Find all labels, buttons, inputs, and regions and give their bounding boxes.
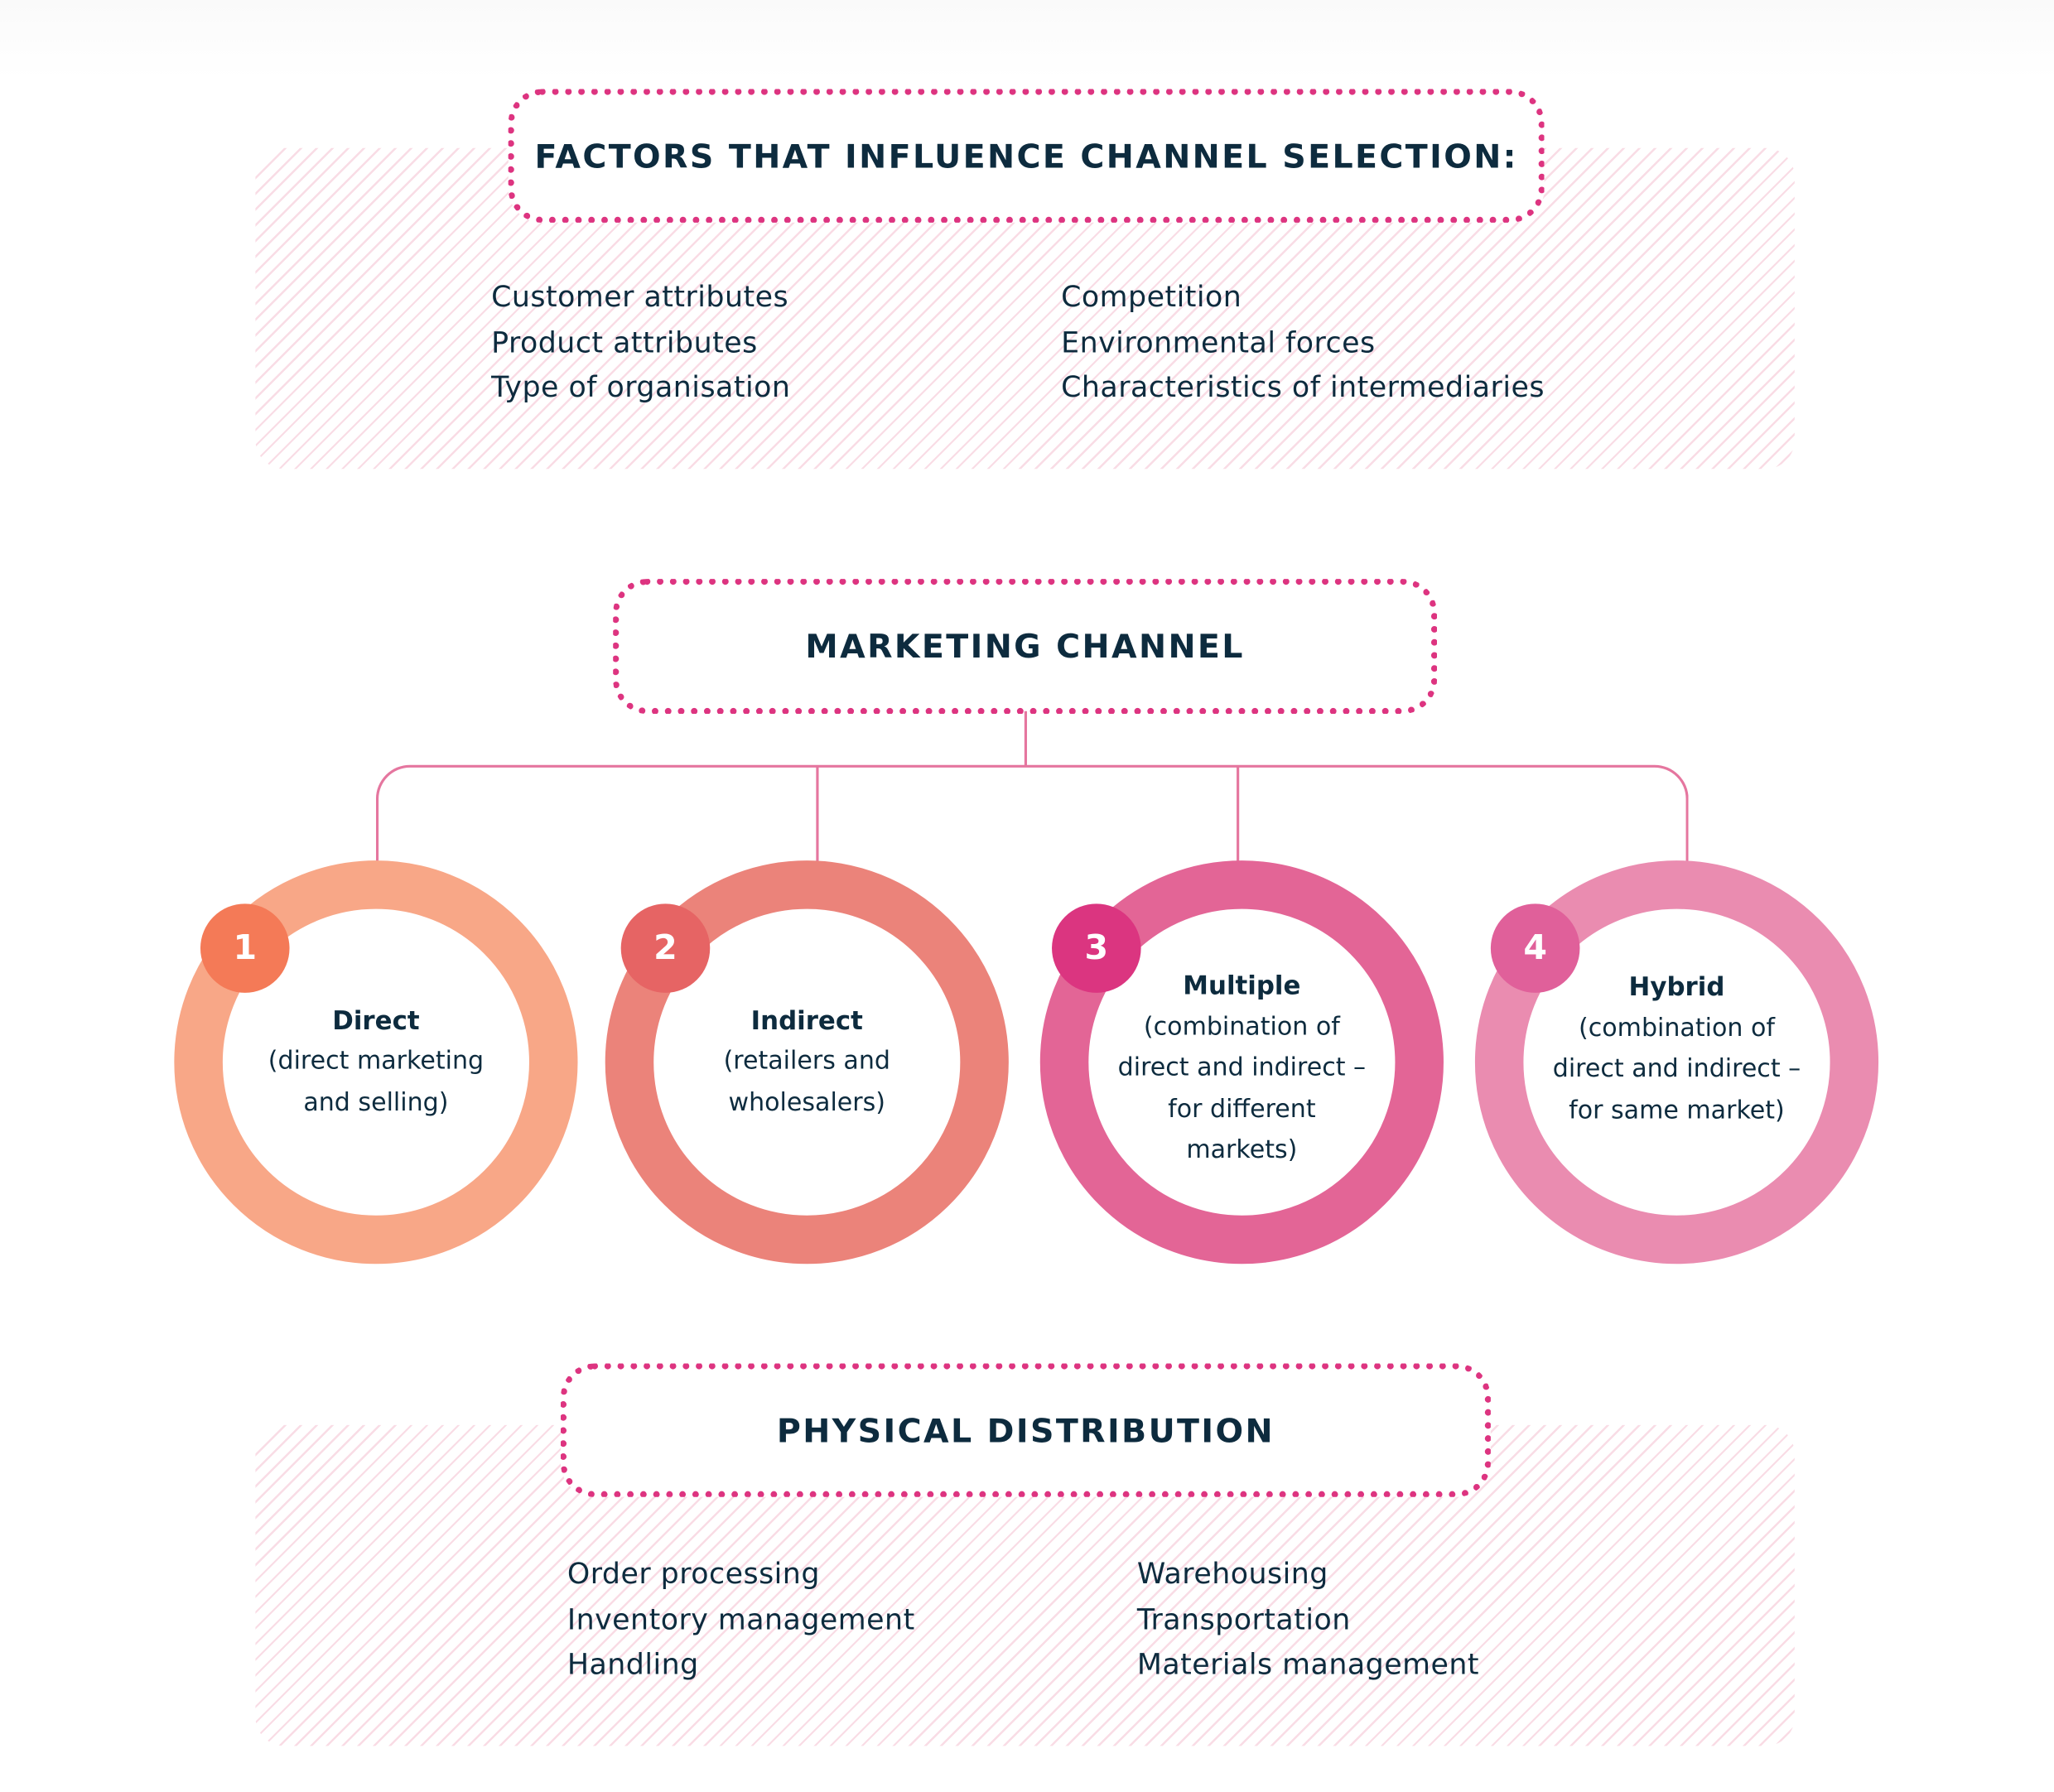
channel-name: Hybrid bbox=[1628, 971, 1725, 1002]
physical-item: Handling bbox=[567, 1649, 699, 1682]
channel-name: Direct bbox=[332, 1005, 420, 1036]
physical-item: Inventory management bbox=[567, 1603, 915, 1637]
channel-name: Multiple bbox=[1183, 971, 1301, 1001]
factors-title-box: FACTORS THAT INFLUENCE CHANNEL SELECTION… bbox=[508, 89, 1545, 223]
physical-item: Transportation bbox=[1136, 1603, 1351, 1637]
factor-item: Characteristics of intermediaries bbox=[1061, 372, 1545, 405]
factors-list-right: Competition Environmental forces Charact… bbox=[1061, 277, 1545, 412]
factors-title: FACTORS THAT INFLUENCE CHANNEL SELECTION… bbox=[534, 137, 1518, 176]
factor-item: Type of organisation bbox=[491, 372, 791, 405]
connector-line bbox=[1237, 766, 1240, 862]
channel-desc: (direct marketing bbox=[268, 1047, 485, 1076]
badge-3: 3 bbox=[1052, 903, 1141, 993]
badge-4: 4 bbox=[1490, 903, 1580, 993]
physical-title-box: PHYSICAL DISTRIBUTION bbox=[560, 1363, 1491, 1497]
channel-name: Indirect bbox=[750, 1005, 863, 1036]
factor-item: Environmental forces bbox=[1061, 326, 1376, 360]
factors-list-left: Customer attributes Product attributes T… bbox=[491, 277, 790, 412]
physical-item: Materials management bbox=[1136, 1649, 1479, 1682]
factor-item: Competition bbox=[1061, 282, 1242, 315]
physical-list-left: Order processing Inventory management Ha… bbox=[567, 1554, 915, 1689]
channel-desc: (retailers and bbox=[723, 1047, 890, 1076]
channel-desc: (combination of bbox=[1579, 1013, 1775, 1043]
physical-item: Warehousing bbox=[1136, 1558, 1328, 1592]
connector-line bbox=[816, 766, 819, 862]
channel-desc: markets) bbox=[1186, 1135, 1298, 1165]
channel-desc: direct and indirect – bbox=[1552, 1054, 1801, 1084]
connector-line bbox=[1024, 711, 1027, 767]
badge-1: 1 bbox=[200, 903, 290, 993]
channel-desc: for same market) bbox=[1569, 1096, 1785, 1125]
channel-desc: direct and indirect – bbox=[1117, 1053, 1367, 1082]
physical-item: Order processing bbox=[567, 1558, 820, 1592]
marketing-channel-title: MARKETING CHANNEL bbox=[805, 627, 1245, 666]
factor-item: Product attributes bbox=[491, 326, 758, 360]
factor-item: Customer attributes bbox=[491, 282, 789, 315]
channel-desc: (combination of bbox=[1143, 1012, 1340, 1042]
physical-list-right: Warehousing Transportation Materials man… bbox=[1137, 1554, 1479, 1689]
channel-desc: for different bbox=[1168, 1094, 1316, 1124]
physical-title: PHYSICAL DISTRIBUTION bbox=[776, 1411, 1275, 1450]
badge-2: 2 bbox=[620, 903, 711, 993]
marketing-channel-box: MARKETING CHANNEL bbox=[613, 579, 1438, 714]
connector-bracket bbox=[375, 764, 1689, 862]
channel-desc: wholesalers) bbox=[728, 1087, 886, 1117]
channel-desc: and selling) bbox=[303, 1087, 449, 1117]
